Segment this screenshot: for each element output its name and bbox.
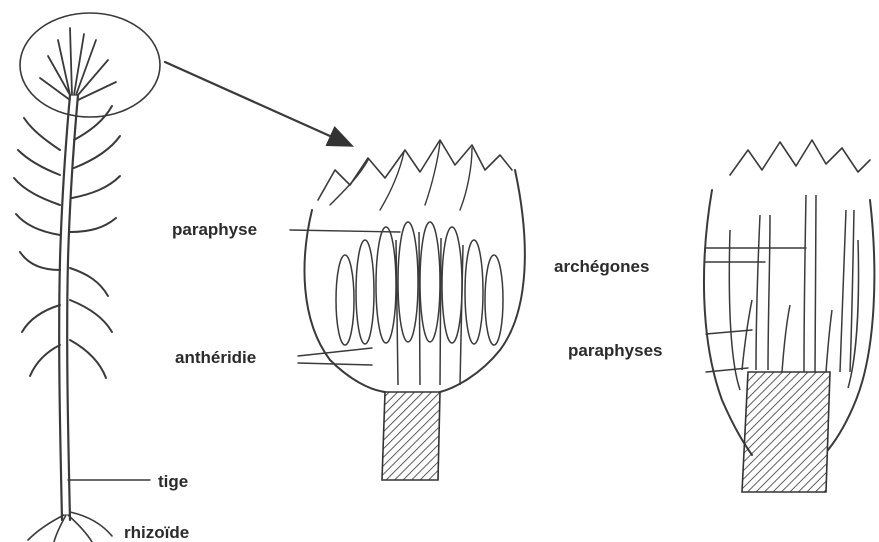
label-paraphyses-text: paraphyses: [568, 341, 663, 360]
label-archegones-text: archégones: [554, 257, 649, 276]
label-antheridie-text: anthéridie: [175, 348, 256, 367]
label-paraphyses: paraphyses: [568, 330, 752, 372]
label-archegones: archégones: [554, 248, 806, 276]
label-paraphyse-text: paraphyse: [172, 220, 257, 239]
label-rhizoide-text: rhizoïde: [124, 523, 189, 542]
label-paraphyse: paraphyse: [172, 220, 400, 239]
female-apex: [704, 140, 874, 492]
label-tige: tige: [68, 472, 188, 491]
label-antheridie: anthéridie: [175, 348, 372, 367]
label-rhizoide: rhizoïde: [124, 523, 189, 542]
label-tige-text: tige: [158, 472, 188, 491]
moss-plant: [14, 13, 160, 542]
male-apex: [305, 140, 525, 480]
magnify-arrow: [165, 62, 350, 145]
